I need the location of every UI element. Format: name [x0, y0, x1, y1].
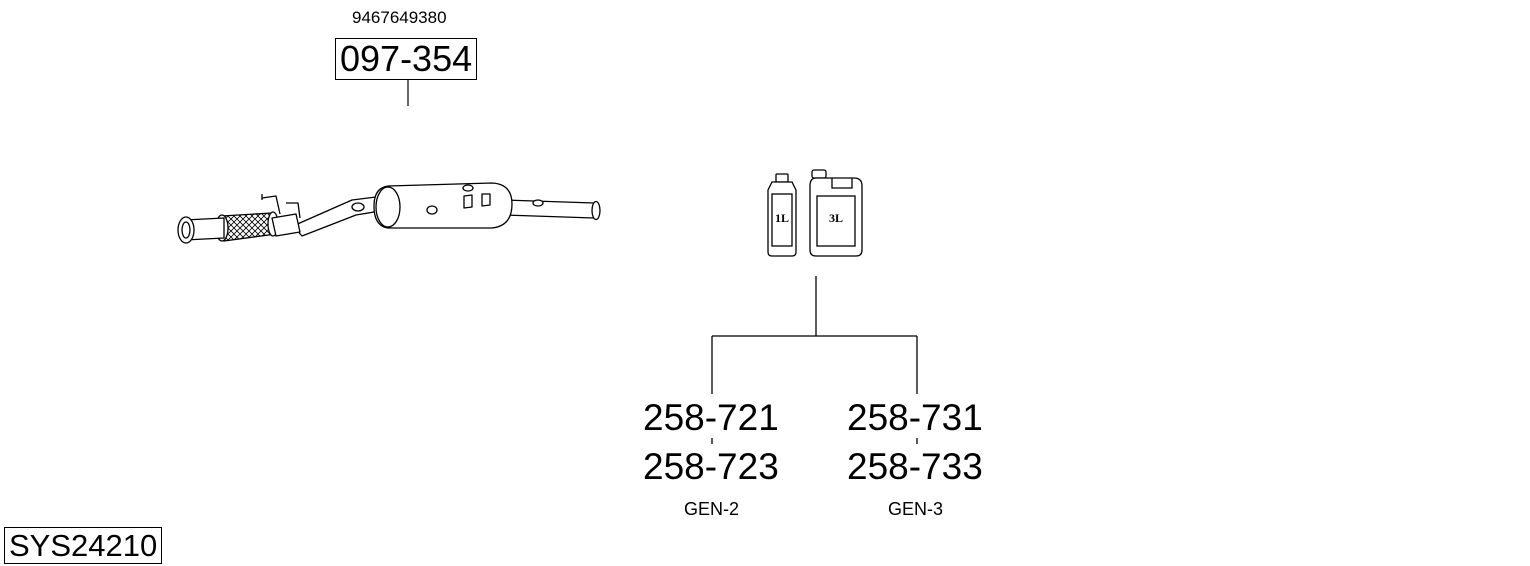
generation-label: GEN-3 — [888, 499, 944, 519]
oem-number: 9467649380 — [352, 8, 447, 27]
particulate-filter-drawing[interactable] — [177, 182, 601, 244]
fluid-tree-lines — [711, 276, 918, 444]
small-fluid-bottle-icon[interactable] — [767, 173, 797, 257]
generation-label: GEN-2 — [684, 499, 740, 519]
fluid-part-number-bottom[interactable]: 258-723 — [643, 446, 779, 487]
fluid-part-number-top[interactable]: 258-731 — [847, 397, 983, 438]
large-canister-label: 3L — [829, 211, 843, 225]
large-fluid-canister-icon[interactable] — [809, 169, 863, 257]
small-bottle-label: 1L — [775, 211, 789, 225]
fluid-part-number-bottom[interactable]: 258-733 — [847, 446, 983, 487]
main-part-number-box[interactable]: 097-354 — [335, 38, 478, 80]
fluid-part-number-top[interactable]: 258-721 — [643, 397, 779, 438]
system-code-box: SYS24210 — [4, 527, 163, 564]
